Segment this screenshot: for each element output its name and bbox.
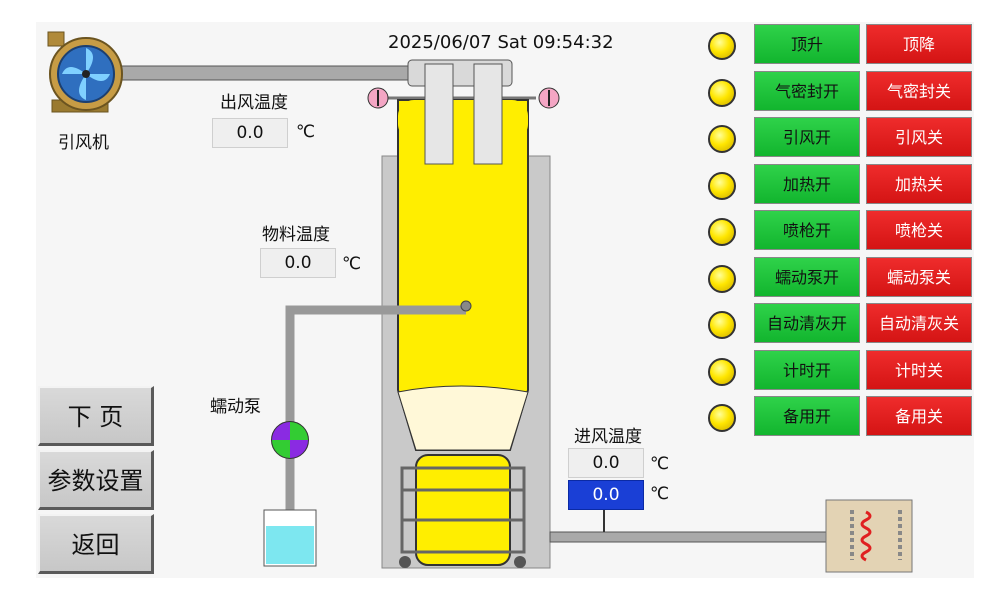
spray-pipe <box>285 305 466 560</box>
status-indicator-led <box>708 264 736 293</box>
control-on-button[interactable]: 加热开 <box>754 163 860 204</box>
control-on-button[interactable]: 喷枪开 <box>754 210 860 250</box>
back-button[interactable]: 返回 <box>38 514 154 574</box>
status-indicator-led <box>708 404 736 432</box>
inlet-temp-label: 进风温度 <box>574 427 642 447</box>
exhaust-duct <box>117 65 415 81</box>
inlet-setpoint-unit: ℃ <box>650 484 670 504</box>
filter-bags <box>424 63 503 165</box>
inlet-duct <box>549 531 827 543</box>
datetime-display: 2025/06/07 Sat 09:54:32 <box>388 32 614 53</box>
status-indicator-led <box>708 125 736 153</box>
control-on-button[interactable]: 顶升 <box>754 24 860 64</box>
outlet-temp-label: 出风温度 <box>220 93 288 113</box>
material-temp-label: 物料温度 <box>262 225 330 245</box>
control-off-button[interactable]: 加热关 <box>866 163 972 204</box>
outlet-temp-value: 0.0 <box>212 118 288 148</box>
status-indicator-led <box>708 78 736 107</box>
control-on-button[interactable]: 自动清灰开 <box>754 303 860 343</box>
pump-label: 蠕动泵 <box>210 397 261 417</box>
valve-left-icon <box>367 87 389 109</box>
exhaust-fan-icon <box>47 31 123 113</box>
fan-label: 引风机 <box>58 133 109 153</box>
outlet-temp-unit: ℃ <box>296 122 316 142</box>
dryer-vessel <box>397 99 529 568</box>
control-off-button[interactable]: 备用关 <box>866 396 972 436</box>
control-off-button[interactable]: 喷枪关 <box>866 210 972 250</box>
control-off-button[interactable]: 自动清灰关 <box>866 303 972 343</box>
inlet-temp-value: 0.0 <box>568 448 644 478</box>
control-off-button[interactable]: 引风关 <box>866 117 972 157</box>
control-on-button[interactable]: 计时开 <box>754 349 860 390</box>
heater-icon <box>825 499 913 573</box>
control-on-button[interactable]: 气密封开 <box>754 70 860 111</box>
control-on-button[interactable]: 备用开 <box>754 396 860 436</box>
valve-right-icon <box>538 87 560 109</box>
status-indicator-led <box>708 218 736 246</box>
parameter-settings-button[interactable]: 参数设置 <box>38 450 154 510</box>
control-off-button[interactable]: 蠕动泵关 <box>866 256 972 297</box>
control-off-button[interactable]: 计时关 <box>866 349 972 390</box>
control-off-button[interactable]: 顶降 <box>866 24 972 64</box>
control-on-button[interactable]: 引风开 <box>754 117 860 157</box>
material-temp-unit: ℃ <box>342 254 362 274</box>
control-off-button[interactable]: 气密封关 <box>866 70 972 111</box>
inlet-temp-unit: ℃ <box>650 454 670 474</box>
next-page-button[interactable]: 下 页 <box>38 386 154 446</box>
status-indicator-led <box>708 357 736 386</box>
status-indicator-led <box>708 32 736 60</box>
material-temp-value: 0.0 <box>260 248 336 278</box>
status-indicator-led <box>708 311 736 339</box>
status-indicator-led <box>708 171 736 200</box>
peristaltic-pump-icon <box>271 421 309 459</box>
liquid-tank <box>263 509 317 567</box>
inlet-temp-setpoint-input[interactable]: 0.0 <box>568 480 644 510</box>
spray-gun-icon <box>460 300 472 312</box>
control-on-button[interactable]: 蠕动泵开 <box>754 256 860 297</box>
